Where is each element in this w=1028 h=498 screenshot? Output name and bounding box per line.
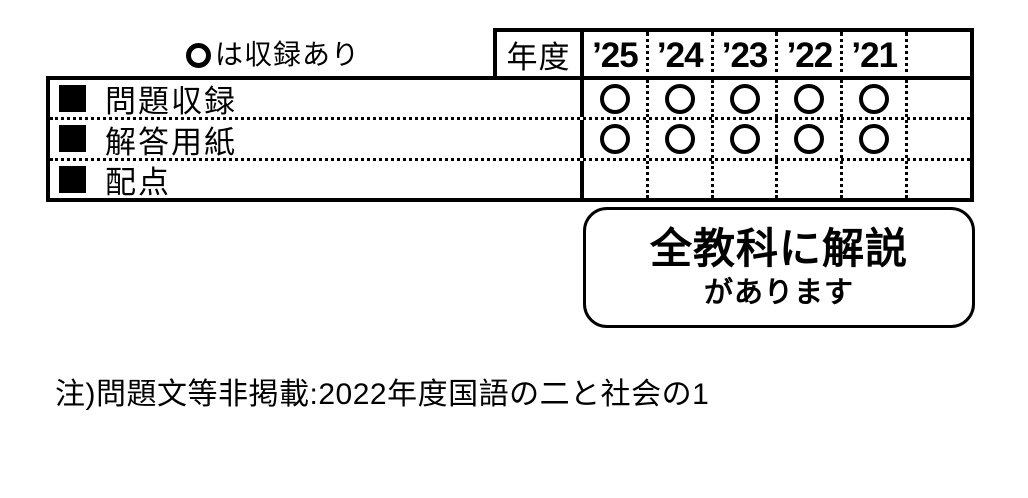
row-header: 配点 bbox=[50, 161, 580, 200]
row-label: 配点 bbox=[105, 164, 171, 200]
row-header: 解答用紙 bbox=[50, 120, 580, 160]
circle-icon bbox=[186, 42, 211, 68]
row-marks bbox=[580, 80, 970, 118]
circle-mark-icon bbox=[794, 123, 825, 154]
year-header-label: 年度 bbox=[506, 39, 571, 75]
row-marks bbox=[580, 120, 970, 158]
circle-mark-icon bbox=[664, 83, 695, 114]
year-column-header: ’24 bbox=[645, 32, 711, 80]
circle-mark-icon bbox=[729, 83, 760, 114]
year-column-header: ’23 bbox=[710, 32, 776, 80]
year-header-cell: 年度 bbox=[493, 28, 580, 80]
circle-mark-icon bbox=[599, 83, 630, 114]
black-square-icon bbox=[59, 125, 86, 153]
circle-mark-icon bbox=[794, 83, 825, 114]
black-square-icon bbox=[59, 85, 86, 113]
table-row: 問題収録 bbox=[50, 80, 970, 121]
circle-mark-icon bbox=[664, 123, 695, 154]
row-label: 解答用紙 bbox=[105, 124, 237, 160]
callout-line2: があります bbox=[703, 277, 854, 309]
circle-mark-icon bbox=[859, 83, 890, 114]
availability-table: 問題収録 解答用紙 bbox=[46, 76, 974, 202]
circle-mark-icon bbox=[729, 123, 760, 154]
year-column-header: ’25 bbox=[592, 36, 639, 75]
year-column-header bbox=[905, 32, 970, 80]
table-row: 配点 bbox=[50, 160, 970, 200]
explanation-callout: 全教科に解説 があります bbox=[583, 207, 975, 328]
year-column-header: ’22 bbox=[775, 32, 840, 80]
circle-mark-icon bbox=[599, 123, 630, 154]
row-marks bbox=[580, 160, 970, 198]
footnote: 注)問題文等非掲載:2022年度国語の二と社会の1 bbox=[55, 378, 710, 411]
year-column-header: ’21 bbox=[840, 32, 905, 80]
legend-label: は収録あり bbox=[215, 39, 361, 70]
callout-line1: 全教科に解説 bbox=[649, 225, 908, 272]
row-label: 問題収録 bbox=[105, 84, 237, 120]
circle-mark-icon bbox=[859, 123, 890, 154]
table-row: 解答用紙 bbox=[50, 120, 970, 161]
year-columns-header: ’25 ’24 ’23 ’22 ’21 bbox=[580, 28, 974, 80]
legend: は収録あり bbox=[186, 38, 360, 72]
row-header: 問題収録 bbox=[50, 80, 580, 119]
black-square-icon bbox=[59, 165, 86, 193]
